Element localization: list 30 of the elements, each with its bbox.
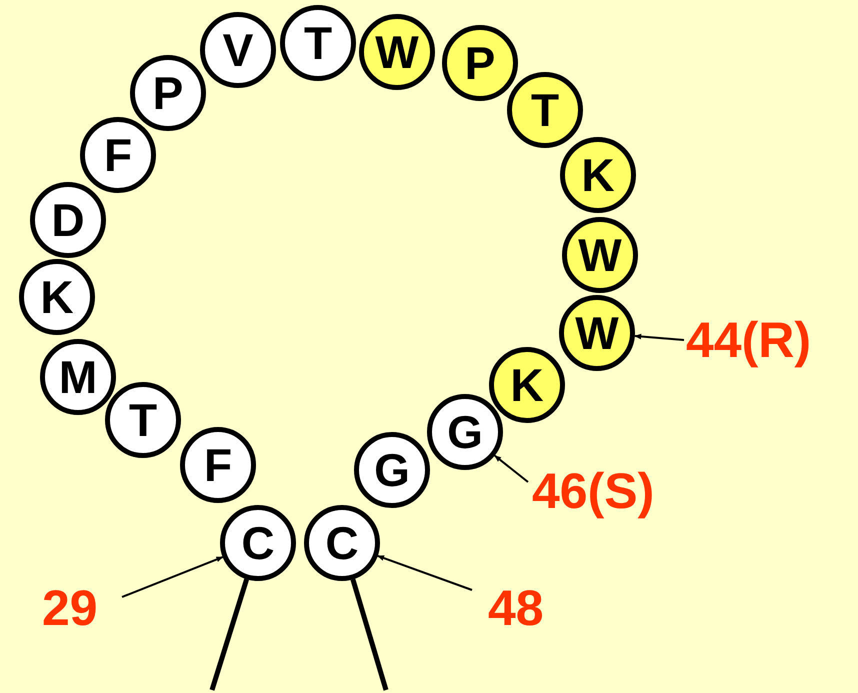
residue-circle: C (220, 505, 296, 581)
position-label: 44(R) (686, 312, 812, 368)
residue-circle: K (560, 137, 636, 213)
residue-circle: G (354, 432, 430, 508)
leader-arrow (634, 334, 684, 341)
residue-circle: P (442, 25, 518, 101)
backbone-line (210, 578, 250, 691)
residue-circle: T (105, 382, 181, 458)
leader-arrow (494, 454, 529, 483)
position-label: 48 (488, 580, 544, 636)
leader-arrow (377, 554, 472, 591)
position-label: 29 (42, 580, 98, 636)
residue-circle: V (200, 12, 276, 88)
residue-circle: K (19, 259, 95, 335)
residue-circle: M (40, 339, 116, 415)
residue-circle: K (489, 347, 565, 423)
leader-arrow (122, 556, 224, 598)
residue-circle: D (30, 182, 106, 258)
residue-circle: T (280, 5, 356, 81)
residue-circle: W (562, 217, 638, 293)
residue-circle: G (427, 394, 503, 470)
backbone-line (350, 578, 388, 691)
residue-circle: P (130, 55, 206, 131)
position-label: 46(S) (532, 463, 654, 519)
residue-circle: C (304, 505, 380, 581)
residue-circle: F (180, 427, 256, 503)
residue-circle: T (507, 72, 583, 148)
residue-circle: F (80, 117, 156, 193)
residue-circle: W (359, 14, 435, 90)
residue-circle: W (559, 295, 635, 371)
